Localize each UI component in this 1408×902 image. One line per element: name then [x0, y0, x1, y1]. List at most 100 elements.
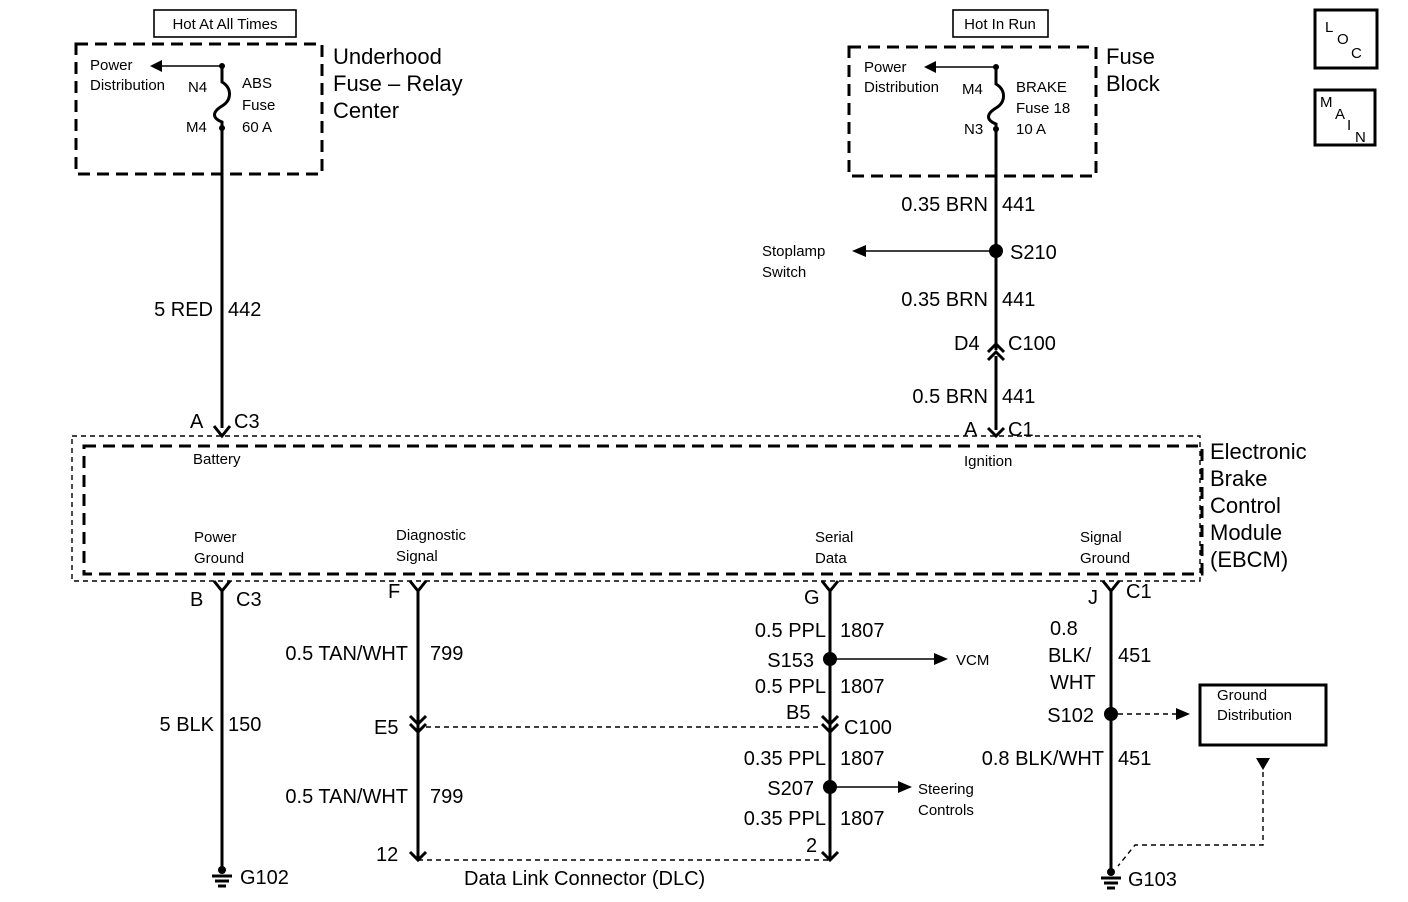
ground-distribution-box: Ground Distribution: [1198, 683, 1328, 747]
header-hot-at-all-times-label: Hot At All Times: [172, 16, 277, 33]
wires-blk-num-label: 150: [228, 714, 261, 736]
underhood-fuse2-label: Fuse: [242, 97, 275, 114]
wires-ppl3-gauge-label: 0.35 PPL: [744, 748, 826, 770]
ebcm-module: Electronic Brake Control Module (EBCM) B…: [71, 435, 1307, 582]
header-hot-in-run-label: Hot In Run: [964, 16, 1036, 33]
wires-ppl2-num-label: 1807: [840, 676, 885, 698]
connectors-pin12-label: 12: [376, 844, 398, 866]
ebcm-title4-label: Module: [1210, 520, 1282, 545]
connectors-e5-label: E5: [374, 717, 398, 739]
ebcm-sg2-label: Ground: [1080, 550, 1130, 567]
underhood-title3-label: Center: [333, 98, 399, 123]
svg-text:M: M: [1320, 94, 1333, 111]
wires-red-num-label: 442: [228, 299, 261, 321]
fuse-block-title1-label: Fuse: [1106, 44, 1155, 69]
wires-ppl1-gauge-label: 0.5 PPL: [755, 620, 826, 642]
splices-steering2-label: Controls: [918, 802, 974, 819]
ground-g102-icon: [212, 866, 232, 888]
ground-g102: G102: [240, 867, 289, 889]
main-icon[interactable]: M A I N: [1313, 88, 1377, 147]
splice-s210: S210 Stoplamp Switch: [762, 242, 1057, 281]
wires-brn3-num-label: 441: [1002, 386, 1035, 408]
underhood-fuse-relay-center: Underhood Fuse – Relay Center Power Dist…: [74, 42, 463, 176]
connectors-g-label: G: [804, 587, 820, 609]
ebcm-title2-label: Brake: [1210, 466, 1267, 491]
ebcm-title5-label: (EBCM): [1210, 547, 1288, 572]
wires-ppl2-gauge-label: 0.5 PPL: [755, 676, 826, 698]
connectors-c1-top-label: C1: [1008, 419, 1034, 441]
wires-bw2-num-label: 451: [1118, 748, 1151, 770]
wires-ppl4-gauge-label: 0.35 PPL: [744, 808, 826, 830]
underhood-power2-label: Distribution: [90, 77, 165, 94]
splices-stoplamp1-label: Stoplamp: [762, 243, 825, 260]
connectors-j-label: J: [1088, 587, 1098, 609]
svg-text:I: I: [1347, 117, 1351, 134]
connectors-f-label: F: [388, 581, 400, 603]
svg-text:O: O: [1337, 31, 1349, 48]
wires-bw1-gauge2-label: BLK/: [1048, 645, 1092, 667]
ebcm-title3-label: Control: [1210, 493, 1281, 518]
underhood-title1-label: Underhood: [333, 44, 442, 69]
splices-s102-label: S102: [1047, 705, 1094, 727]
fuse-block-n3-label: N3: [964, 121, 983, 138]
wires-bw1-num-label: 451: [1118, 645, 1151, 667]
connector-g: G: [804, 580, 840, 609]
data-link-connector: 12 2 Data Link Connector (DLC): [376, 835, 840, 890]
connector-c100-b5: B5 C100: [786, 702, 892, 739]
connectors-d4-label: D4: [954, 333, 980, 355]
connectors-c3-top-label: C3: [234, 411, 260, 433]
wires-brn3-gauge-label: 0.5 BRN: [912, 386, 988, 408]
ebcm-sg1-label: Signal: [1080, 529, 1122, 546]
hot-in-run-tag: Hot In Run: [952, 9, 1049, 38]
underhood-power1-label: Power: [90, 57, 133, 74]
ebcm-diag2-label: Signal: [396, 548, 438, 565]
fuse-block-m4-label: M4: [962, 81, 983, 98]
connectors-a-right-label: A: [964, 419, 978, 441]
ebcm-serial2-label: Data: [815, 550, 847, 567]
wires-tan1-num-label: 799: [430, 643, 463, 665]
connectors-c3-bot-label: C3: [236, 589, 262, 611]
splice-s207: S207 Steering Controls: [767, 778, 974, 819]
splices-vcm-label: VCM: [956, 652, 989, 669]
connector-a-c1-top: A C1: [964, 419, 1034, 441]
underhood-fuse3-label: 60 A: [242, 119, 272, 136]
underhood-n4-label: N4: [188, 79, 207, 96]
ebcm-pg1-label: Power: [194, 529, 237, 546]
wires-ppl4-num-label: 1807: [840, 808, 885, 830]
fuse-block-fuse1-label: BRAKE: [1016, 79, 1067, 96]
connectors-c1-bot-label: C1: [1126, 581, 1152, 603]
underhood-m4-label: M4: [186, 119, 207, 136]
fuse-block-power2-label: Distribution: [864, 79, 939, 96]
fuse-block-fuse2-label: Fuse 18: [1016, 100, 1070, 117]
wires-brn1-num-label: 441: [1002, 194, 1035, 216]
connectors-c100-top-label: C100: [1008, 333, 1056, 355]
splices-s153-label: S153: [767, 650, 814, 672]
underhood-fuse1-label: ABS: [242, 75, 272, 92]
svg-text:N: N: [1355, 129, 1366, 146]
connector-a-c3-top: A C3: [190, 411, 260, 439]
connector-b-c3: B C3: [190, 580, 262, 611]
wires-bw1-gauge3-label: WHT: [1050, 672, 1096, 694]
splices-ground-dist2-label: Distribution: [1217, 707, 1292, 724]
svg-text:L: L: [1325, 19, 1333, 36]
connectors-c100-bot-label: C100: [844, 717, 892, 739]
connectors-b-label: B: [190, 589, 203, 611]
splices-stoplamp2-label: Switch: [762, 264, 806, 281]
ebcm-pg2-label: Ground: [194, 550, 244, 567]
wires-brn2-num-label: 441: [1002, 289, 1035, 311]
connectors-pin2-label: 2: [806, 835, 817, 857]
splices-s207-label: S207: [767, 778, 814, 800]
loc-icon[interactable]: L O C: [1313, 8, 1379, 70]
svg-text:C: C: [1351, 45, 1362, 62]
wires-ppl3-num-label: 1807: [840, 748, 885, 770]
wires-blk-gauge-label: 5 BLK: [160, 714, 215, 736]
ebcm-title1-label: Electronic: [1210, 439, 1307, 464]
wires-red-gauge-label: 5 RED: [154, 299, 213, 321]
hot-at-all-times-tag: Hot At All Times: [153, 9, 297, 38]
svg-text:A: A: [1335, 106, 1345, 123]
splice-s102: S102: [1047, 705, 1190, 727]
wires-tan2-gauge-label: 0.5 TAN/WHT: [285, 786, 408, 808]
fuse-block: Fuse Block Power Distribution M4 N3 BRAK…: [847, 44, 1161, 178]
wires-tan2-num-label: 799: [430, 786, 463, 808]
splices-s210-label: S210: [1010, 242, 1057, 264]
